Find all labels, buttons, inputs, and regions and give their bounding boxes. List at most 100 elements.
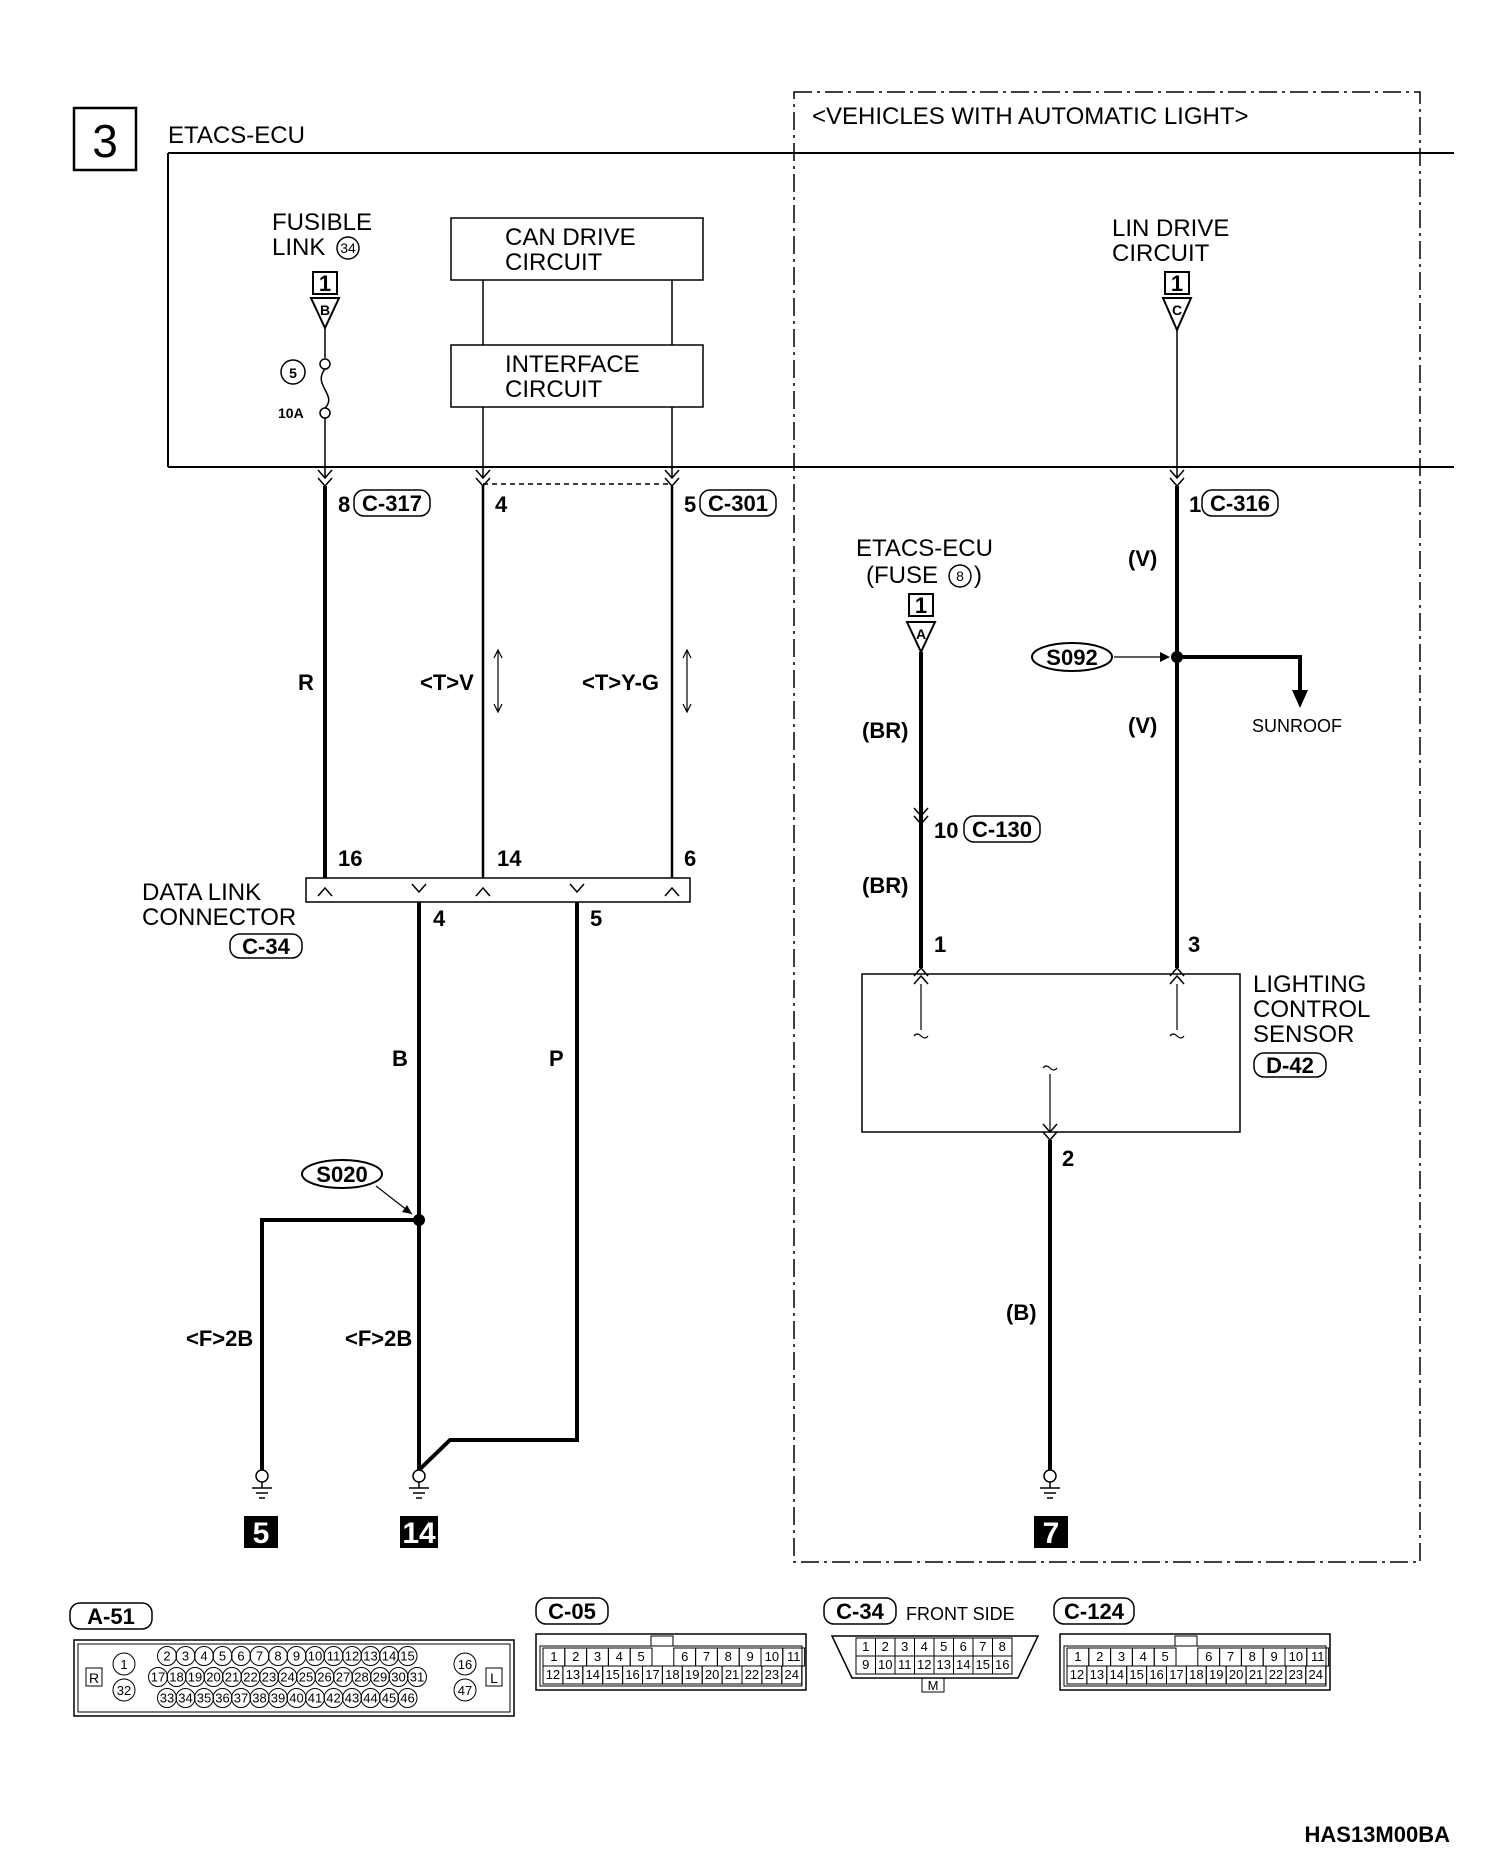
pin-number: 3: [182, 1649, 189, 1664]
svg-text:(V): (V): [1128, 546, 1157, 571]
pin-number: 37: [234, 1691, 248, 1706]
svg-text:1: 1: [1189, 492, 1201, 517]
svg-text:(BR): (BR): [862, 873, 908, 898]
pin-number: 14: [382, 1649, 396, 1664]
pin-number: 14: [1110, 1667, 1124, 1682]
pin-number: 16: [995, 1657, 1009, 1672]
etacs-fuse: ETACS-ECU (FUSE 8 ) 1 A: [856, 535, 993, 655]
svg-text:A-51: A-51: [87, 1604, 135, 1629]
svg-text:B: B: [320, 302, 330, 318]
svg-text:D-42: D-42: [1266, 1053, 1314, 1078]
pin-number: 8: [725, 1649, 732, 1664]
pin-number: 21: [725, 1667, 739, 1682]
pin-number: 19: [188, 1670, 202, 1685]
svg-text:<T>V: <T>V: [420, 670, 474, 695]
pin-number: 11: [898, 1657, 912, 1672]
pin-number: 27: [336, 1670, 350, 1685]
pin-number: 17: [1169, 1667, 1183, 1682]
pin-number: 46: [400, 1691, 414, 1706]
pin-number: 15: [1129, 1667, 1143, 1682]
pin-cell: [407, 1667, 427, 1687]
svg-text:S020: S020: [316, 1162, 367, 1187]
fusible-link: FUSIBLE LINK 34 1 B 5 10A: [272, 209, 372, 478]
svg-text:DATA LINK: DATA LINK: [142, 879, 261, 906]
pin-number: 7: [1227, 1649, 1234, 1664]
pin-number: 22: [1269, 1667, 1283, 1682]
pin-number: 18: [665, 1667, 679, 1682]
pin-number: 6: [237, 1649, 244, 1664]
pin-number: 9: [746, 1649, 753, 1664]
splice-s020: S020: [301, 1159, 425, 1226]
pin-number: 8: [1249, 1649, 1256, 1664]
svg-text:R: R: [298, 670, 314, 695]
pin-number: 29: [373, 1670, 387, 1685]
svg-text:SUNROOF: SUNROOF: [1252, 716, 1342, 736]
svg-text:LINK: LINK: [272, 234, 325, 261]
auto-light-note: <VEHICLES WITH AUTOMATIC LIGHT>: [812, 103, 1249, 130]
pin-number: 6: [681, 1649, 688, 1664]
svg-text:C-124: C-124: [1064, 1599, 1125, 1624]
svg-text:P: P: [549, 1046, 564, 1071]
svg-text:C: C: [1172, 302, 1182, 318]
pin-number: 17: [151, 1670, 165, 1685]
svg-text:S092: S092: [1046, 645, 1097, 670]
pin-number: 6: [1205, 1649, 1212, 1664]
pin-number: 3: [1118, 1649, 1125, 1664]
svg-text:FUSIBLE: FUSIBLE: [272, 209, 372, 236]
svg-text:8: 8: [338, 492, 350, 517]
pin-number: 4: [616, 1649, 623, 1664]
pin-number: 23: [1289, 1667, 1303, 1682]
svg-text:A: A: [916, 626, 926, 642]
svg-text:16: 16: [338, 846, 362, 871]
svg-text:<T>Y-G: <T>Y-G: [582, 670, 659, 695]
pin-number: 19: [1209, 1667, 1223, 1682]
svg-text:(FUSE: (FUSE: [866, 562, 938, 589]
connector-c301: C-301: [699, 489, 777, 517]
svg-text:C-316: C-316: [1210, 491, 1270, 516]
svg-text:INTERFACE: INTERFACE: [505, 351, 640, 378]
svg-text:1: 1: [915, 593, 927, 618]
pin-number: 2: [572, 1649, 579, 1664]
pin-number: 20: [206, 1670, 220, 1685]
svg-text:1: 1: [319, 271, 331, 296]
svg-text:R: R: [89, 1670, 99, 1686]
pin-number: 13: [363, 1649, 377, 1664]
pin-number: 11: [327, 1649, 341, 1664]
pin-number: 20: [705, 1667, 719, 1682]
pin-number: 11: [787, 1649, 801, 1664]
svg-text:CIRCUIT: CIRCUIT: [505, 376, 603, 403]
svg-text:4: 4: [495, 492, 508, 517]
ecu-pin-marks: [317, 469, 1185, 488]
pin-number: 8: [999, 1639, 1006, 1654]
svg-text:5: 5: [253, 1517, 270, 1550]
pin-number: 13: [1090, 1667, 1104, 1682]
pin-number: 31: [410, 1670, 424, 1685]
wire-sunroof: [1177, 655, 1302, 696]
pin-number: 2: [163, 1649, 170, 1664]
svg-text:CIRCUIT: CIRCUIT: [505, 249, 603, 276]
pin-number: 1: [550, 1649, 557, 1664]
pin-number: 44: [363, 1691, 377, 1706]
svg-text:L: L: [490, 1670, 498, 1686]
svg-text:34: 34: [340, 240, 356, 256]
pin-number: 12: [546, 1667, 560, 1682]
wire-f2b-left: [260, 1218, 419, 1470]
pin-number: 1: [1074, 1649, 1081, 1664]
pin-number: 3: [594, 1649, 601, 1664]
svg-text:16: 16: [458, 1657, 472, 1672]
svg-text:(V): (V): [1128, 713, 1157, 738]
pin-number: 22: [745, 1667, 759, 1682]
pin-number: 24: [1309, 1667, 1323, 1682]
svg-text:14: 14: [497, 846, 522, 871]
pin-number: 9: [862, 1657, 869, 1672]
svg-text:CONTROL: CONTROL: [1253, 996, 1370, 1023]
svg-text:10: 10: [934, 818, 958, 843]
ground-7: 7: [1034, 1469, 1068, 1550]
pin-number: 3: [901, 1639, 908, 1654]
splice-s092: S092: [1031, 642, 1183, 672]
pin-number: 7: [703, 1649, 710, 1664]
pin-number: 16: [625, 1667, 639, 1682]
svg-text:M: M: [928, 1678, 939, 1693]
